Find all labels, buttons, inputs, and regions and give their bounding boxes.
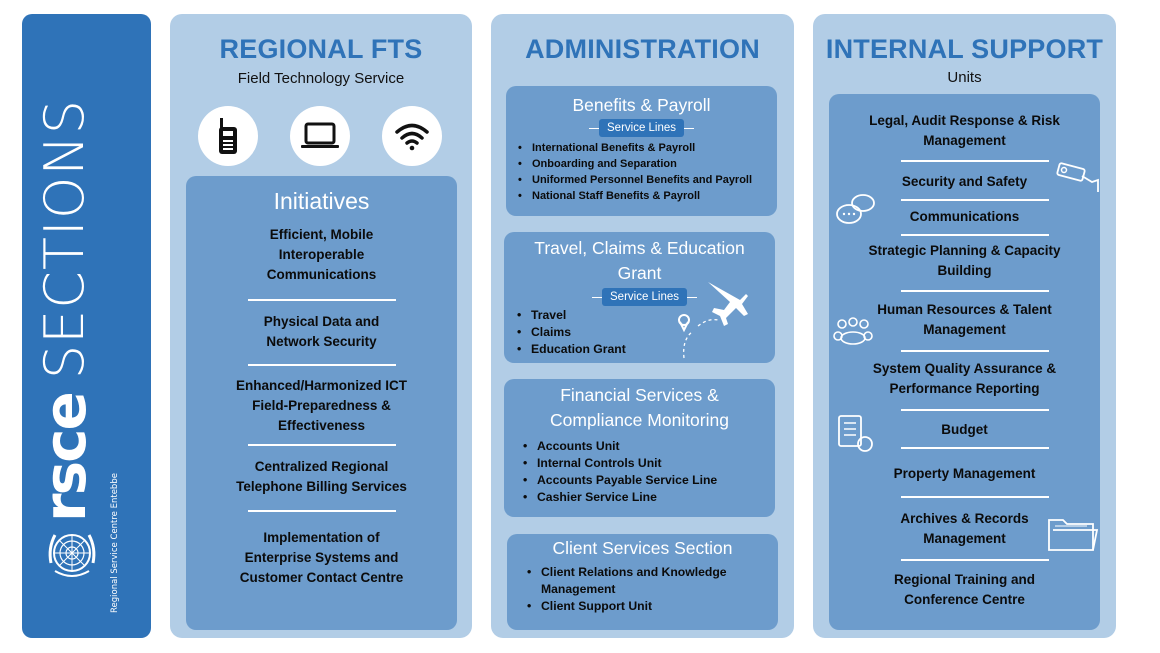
- column-title: INTERNAL SUPPORT: [825, 34, 1104, 64]
- security-camera-icon: [1056, 162, 1099, 192]
- divider: [901, 290, 1049, 292]
- divider: [901, 447, 1049, 449]
- divider: [901, 199, 1049, 201]
- list-item: Accounts Unit: [523, 438, 717, 455]
- divider: [248, 444, 396, 446]
- rsce-logo: rsce: [31, 393, 99, 522]
- divider: [901, 559, 1049, 561]
- banner-title: rsce SECTIONS: [30, 98, 100, 522]
- divider: [248, 510, 396, 512]
- unit-item: System Quality Assurance &Performance Re…: [872, 361, 1057, 396]
- divider: [248, 299, 396, 301]
- divider: [901, 409, 1049, 411]
- laptop-icon: [290, 106, 350, 166]
- column-title: ADMINISTRATION: [525, 34, 760, 64]
- list-item: National Staff Benefits & Payroll: [518, 188, 752, 204]
- folder-icon: [1048, 519, 1099, 551]
- benefits-list: International Benefits & Payroll Onboard…: [518, 140, 752, 204]
- banner-title-text: SECTIONS: [33, 98, 96, 380]
- financial-list: Accounts Unit Internal Controls Unit Acc…: [523, 438, 717, 506]
- client-list: Client Relations and KnowledgeManagement…: [527, 564, 727, 615]
- list-item: Claims: [517, 324, 626, 341]
- list-item: Onboarding and Separation: [518, 156, 752, 172]
- box-title: Benefits & Payroll: [572, 95, 711, 115]
- wifi-icon: [382, 106, 442, 166]
- airplane-icon: [678, 282, 748, 359]
- divider: [248, 364, 396, 366]
- list-item: Cashier Service Line: [523, 489, 717, 506]
- divider: [901, 234, 1049, 236]
- column-subtitle: Field Technology Service: [237, 70, 405, 87]
- regional-fts-column: REGIONAL FTS Field Technology Service In…: [170, 14, 472, 638]
- initiatives-title: Initiatives: [273, 188, 370, 214]
- service-lines-pill: Service Lines: [602, 288, 688, 306]
- service-lines-pill: Service Lines: [599, 119, 685, 137]
- column-title: REGIONAL FTS: [219, 34, 423, 64]
- unit-item: Security and Safety: [901, 174, 1028, 189]
- list-item: International Benefits & Payroll: [518, 140, 752, 156]
- box-title: Client Services Section: [552, 538, 733, 558]
- benefits-payroll-box: Benefits & Payroll Service Lines Interna…: [506, 86, 777, 216]
- divider: [901, 160, 1049, 162]
- unit-item: Communications: [909, 209, 1020, 224]
- unit-item: Property Management: [893, 466, 1036, 481]
- budget-document-icon: [838, 415, 873, 452]
- sections-banner: [22, 14, 151, 638]
- client-services-box: Client Services Section Client Relations…: [507, 534, 778, 630]
- list-item: Client Support Unit: [527, 598, 727, 615]
- team-people-icon: [833, 317, 873, 345]
- divider: [901, 496, 1049, 498]
- list-item: Accounts Payable Service Line: [523, 472, 717, 489]
- unit-item: Budget: [941, 422, 988, 437]
- list-item: Uniformed Personnel Benefits and Payroll: [518, 172, 752, 188]
- banner-subtitle: Regional Service Centre Entebbe: [110, 473, 120, 613]
- list-item: Internal Controls Unit: [523, 455, 717, 472]
- financial-services-box: Financial Services &Compliance Monitorin…: [504, 379, 775, 517]
- list-item: Education Grant: [517, 341, 626, 358]
- divider: [901, 350, 1049, 352]
- un-emblem-icon: [48, 534, 96, 577]
- travel-list: Travel Claims Education Grant: [517, 307, 626, 358]
- internal-support-column: INTERNAL SUPPORT Units Legal, Audit Resp…: [813, 14, 1116, 638]
- chat-bubbles-icon: [836, 194, 875, 224]
- administration-column: ADMINISTRATION Benefits & Payroll Servic…: [491, 14, 794, 638]
- list-item: Travel: [517, 307, 626, 324]
- radio-icon: [198, 106, 258, 166]
- box-title: Financial Services &Compliance Monitorin…: [550, 385, 729, 430]
- column-subtitle: Units: [947, 69, 982, 86]
